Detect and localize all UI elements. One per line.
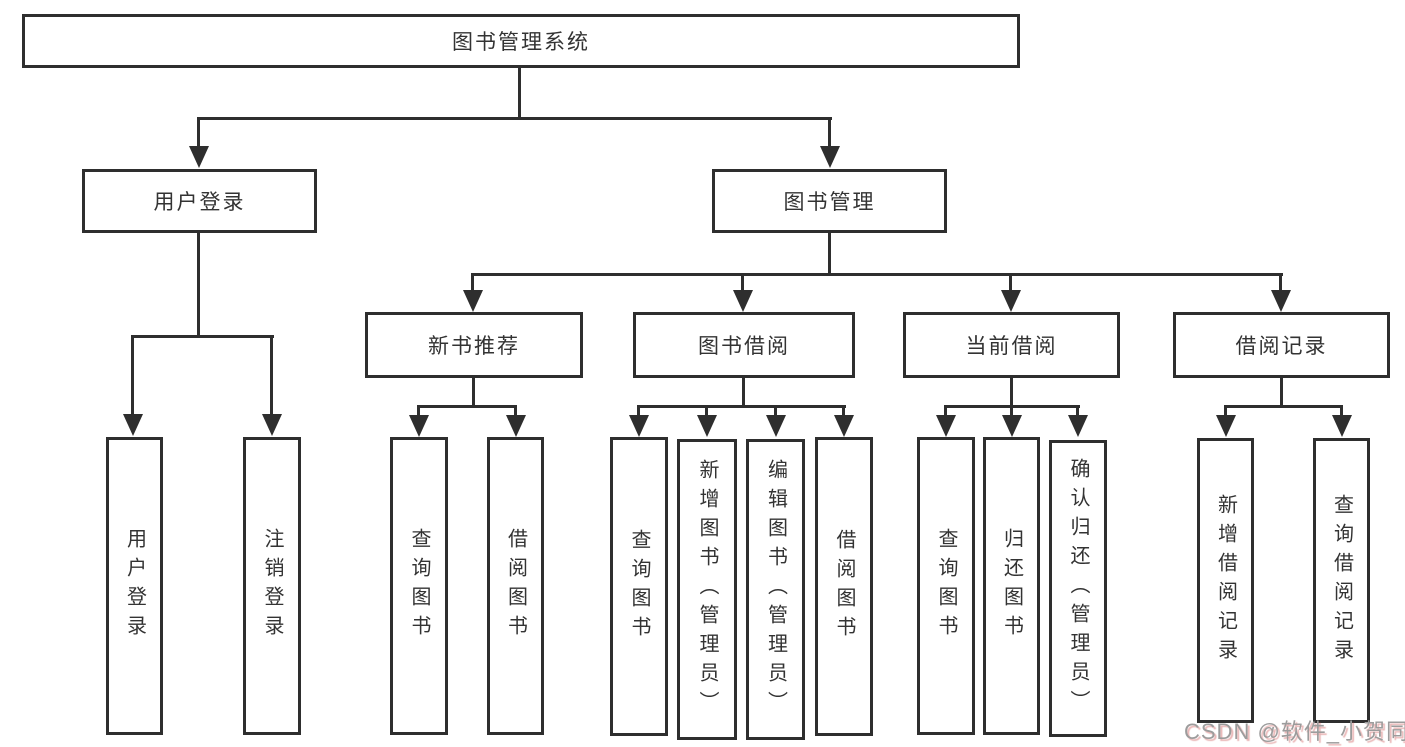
arrow-stem <box>842 405 845 417</box>
arrow-down-icon <box>1271 290 1291 312</box>
arrow-stem <box>1224 405 1227 417</box>
arrow-down-icon <box>1001 290 1021 312</box>
leaf-borrow-query: 查询图书 <box>610 437 668 736</box>
connector-userlogin-stem <box>197 231 200 338</box>
leaf-borrow-borrow: 借阅图书 <box>815 437 873 736</box>
arrow-stem <box>944 405 947 417</box>
arrow-down-icon <box>463 290 483 312</box>
leaf-borrow-add: 新增图书（管理员） <box>677 439 737 740</box>
arrow-down-icon <box>1216 415 1236 437</box>
connector-newbook-stem <box>472 376 475 408</box>
arrow-stem <box>1010 405 1013 417</box>
connector-record-stem <box>1280 376 1283 408</box>
leaf-newbook-borrow: 借阅图书 <box>487 437 544 735</box>
node-root: 图书管理系统 <box>22 14 1020 68</box>
connector-current-stem <box>1010 376 1013 408</box>
arrow-down-icon <box>733 290 753 312</box>
arrow-stem <box>514 405 517 417</box>
arrow-stem <box>417 405 420 417</box>
arrow-down-icon <box>506 415 526 437</box>
leaf-record-add: 新增借阅记录 <box>1197 438 1254 723</box>
arrow-stem <box>774 405 777 417</box>
arrow-down-icon <box>409 415 429 437</box>
leaf-record-query: 查询借阅记录 <box>1313 438 1370 723</box>
leaf-borrow-edit: 编辑图书（管理员） <box>746 439 805 740</box>
arrow-down-icon <box>834 415 854 437</box>
csdn-watermark: CSDN @软件_小贺同学 <box>1184 719 1405 744</box>
leaf-current-confirm: 确认归还（管理员） <box>1049 440 1107 737</box>
connector-userlogin-rail <box>131 335 274 338</box>
arrow-stem <box>270 335 273 416</box>
node-user-login: 用户登录 <box>82 169 317 233</box>
arrow-down-icon <box>766 415 786 437</box>
connector-level1-rail <box>198 117 832 120</box>
leaf-logout: 注销登录 <box>243 437 301 735</box>
arrow-stem <box>197 117 200 148</box>
connector-newbook-rail <box>418 405 517 408</box>
arrow-down-icon <box>123 414 143 436</box>
arrow-down-icon <box>820 146 840 168</box>
arrow-down-icon <box>629 415 649 437</box>
leaf-user-login: 用户登录 <box>106 437 163 735</box>
arrow-stem <box>471 273 474 292</box>
arrow-down-icon <box>697 415 717 437</box>
node-borrow: 图书借阅 <box>633 312 855 378</box>
connector-bookmgmt-rail <box>471 273 1283 276</box>
connector-record-rail <box>1224 405 1343 408</box>
arrow-stem <box>1279 273 1282 292</box>
arrow-down-icon <box>1002 415 1022 437</box>
leaf-newbook-query: 查询图书 <box>390 437 448 735</box>
arrow-stem <box>131 335 134 416</box>
node-book-mgmt: 图书管理 <box>712 169 947 233</box>
arrow-down-icon <box>1332 415 1352 437</box>
arrow-down-icon <box>262 414 282 436</box>
connector-root-stem <box>518 66 521 120</box>
arrow-stem <box>705 405 708 417</box>
arrow-stem <box>637 405 640 417</box>
arrow-stem <box>828 117 831 148</box>
arrow-down-icon <box>1068 415 1088 437</box>
node-new-book: 新书推荐 <box>365 312 583 378</box>
node-current: 当前借阅 <box>903 312 1120 378</box>
connector-borrow-stem <box>742 376 745 408</box>
arrow-stem <box>1076 405 1079 417</box>
connector-bookmgmt-stem <box>828 231 831 276</box>
node-record: 借阅记录 <box>1173 312 1390 378</box>
connector-borrow-rail <box>638 405 846 408</box>
arrow-down-icon <box>936 415 956 437</box>
arrow-stem <box>1340 405 1343 417</box>
arrow-down-icon <box>189 146 209 168</box>
leaf-current-return: 归还图书 <box>983 437 1040 735</box>
arrow-stem <box>1009 273 1012 292</box>
leaf-current-query: 查询图书 <box>917 437 975 735</box>
arrow-stem <box>741 273 744 292</box>
